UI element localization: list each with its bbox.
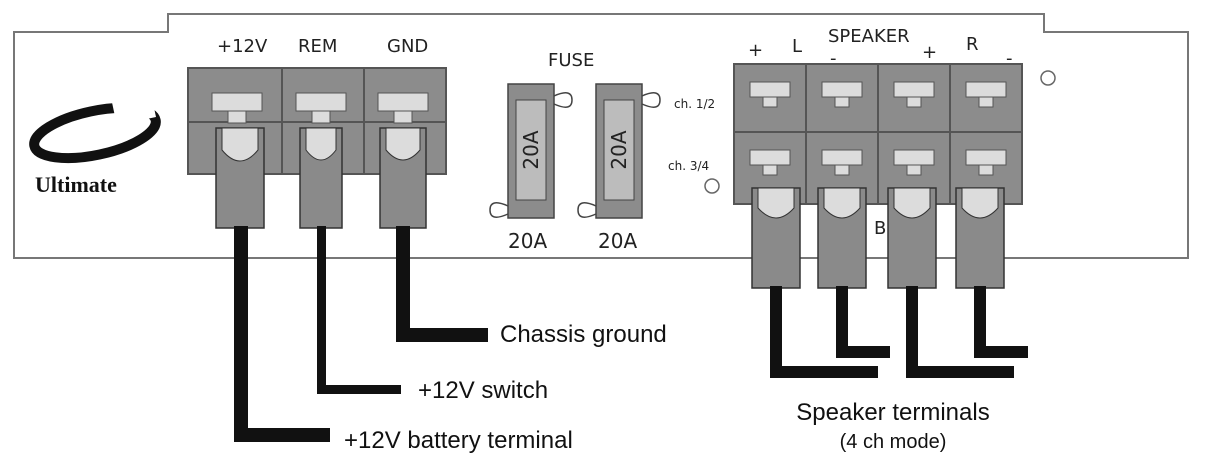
fuse-1: 20A xyxy=(489,83,573,219)
terminal-label-rem: REM xyxy=(298,36,337,57)
speaker-r-plus: + xyxy=(922,42,937,63)
row-label-ch12: ch. 1/2 xyxy=(674,97,715,111)
power-terminal-block xyxy=(187,67,447,175)
fuse-2-rating: 20A xyxy=(607,130,631,169)
speaker-r-minus: - xyxy=(1006,48,1013,69)
terminal-label-12v: +12V xyxy=(217,36,268,57)
fuse-2: 20A xyxy=(577,83,661,219)
logo-text: Ultimate xyxy=(35,172,117,197)
callout-chassis-ground: Chassis ground xyxy=(500,321,667,348)
fuse-2-label: 20A xyxy=(598,229,637,253)
remote-wire xyxy=(299,127,401,394)
fuse-title: FUSE xyxy=(548,50,594,71)
speaker-l-minus: - xyxy=(830,48,837,69)
callout-12v-switch: +12V switch xyxy=(418,377,548,404)
callout-speaker-mode: (4 ch mode) xyxy=(840,431,947,453)
mount-hole-top xyxy=(1040,70,1056,86)
callout-12v-battery: +12V battery terminal xyxy=(344,427,573,454)
bridge-mark: B xyxy=(874,218,886,239)
speaker-channel-r: R xyxy=(966,34,979,55)
ultimate-logo: Ultimate xyxy=(29,87,161,197)
fuse-1-rating: 20A xyxy=(519,130,543,169)
mount-hole-bottom xyxy=(704,178,720,194)
speaker-title: SPEAKER xyxy=(828,26,910,47)
speaker-wires xyxy=(751,187,1028,378)
speaker-terminal-block xyxy=(733,63,1023,205)
fuse-1-label: 20A xyxy=(508,229,547,253)
speaker-l-plus: + xyxy=(748,40,763,61)
callout-speaker-terminals: Speaker terminals xyxy=(796,399,989,426)
ground-wire xyxy=(379,127,488,342)
speaker-channel-l: L xyxy=(792,36,802,57)
battery-wire xyxy=(215,127,330,442)
row-label-ch34: ch. 3/4 xyxy=(668,159,709,173)
terminal-label-gnd: GND xyxy=(387,36,428,57)
